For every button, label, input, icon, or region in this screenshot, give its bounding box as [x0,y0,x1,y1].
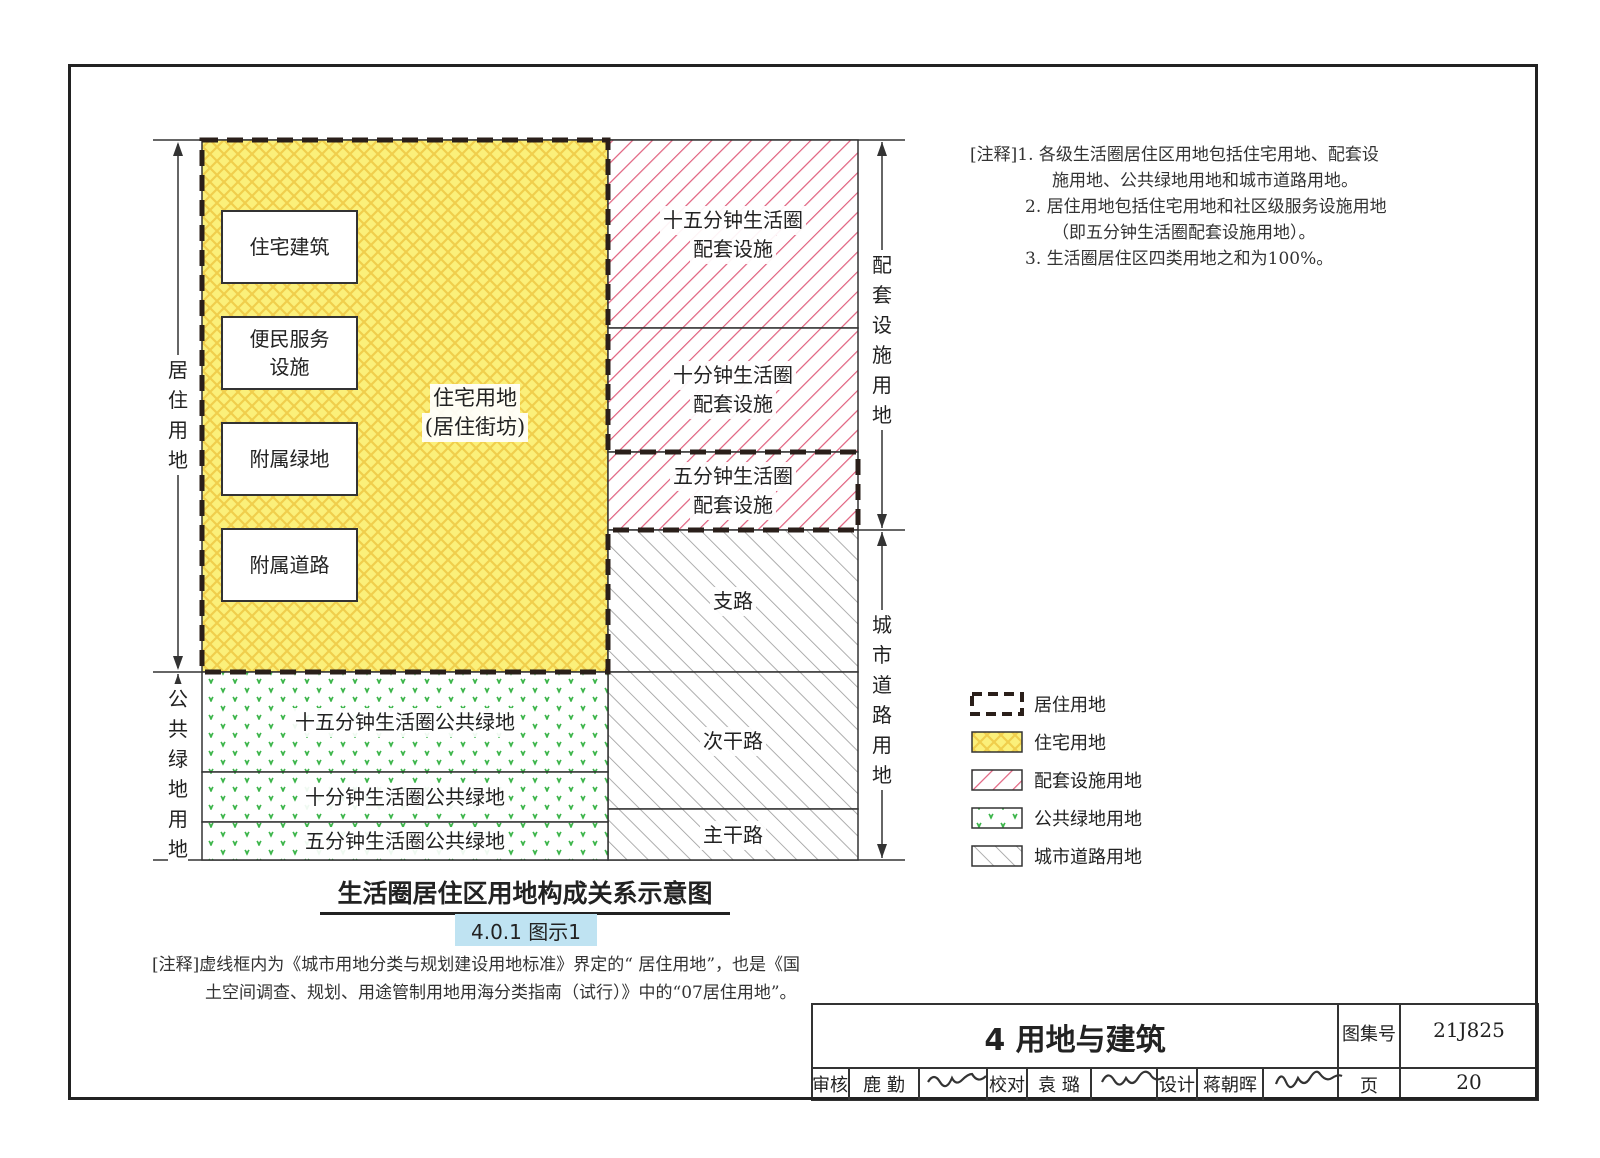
page-label: 页 [1360,1076,1378,1097]
legend-label: 居住用地 [1034,695,1106,716]
note-bottom-line1: [注释]虚线框内为《城市用地分类与规划建设用地标准》界定的“ 居住用地”，也是《… [152,955,801,975]
note-top-line3: 2. 居住用地包括住宅用地和社区级服务设施用地 [1025,197,1387,217]
designer-signature-cell [1264,1068,1338,1100]
road-main-label: 主干路 [608,820,858,850]
designer-name: 蒋朝晖 [1198,1068,1264,1100]
atlas-number: 21J825 [1433,1018,1505,1042]
residential-label-line1: 住宅用地 [430,384,520,413]
green-5min-text: 五分钟生活圈公共绿地 [302,826,508,856]
legend-label: 公共绿地用地 [1034,809,1142,830]
facility-10min-line2: 配套设施 [690,390,776,419]
checker-signature-cell [1092,1068,1158,1100]
road-branch-label: 支路 [608,586,858,616]
legend-item-residential-land: 居住用地 [1034,691,1106,717]
note-top-line4: （即五分钟生活圈配套设施用地）。 [1052,223,1316,243]
atlas-label: 图集号 [1342,1024,1396,1045]
sub-box-housing-label: 住宅建筑 [249,235,330,259]
legend-item-road: 城市道路用地 [1034,843,1142,869]
legend-label: 城市道路用地 [1034,847,1142,868]
facility-5min-line2: 配套设施 [690,491,776,520]
side-label-facility-land: 配套设施用地 [869,250,895,430]
check-label: 校对 [988,1068,1028,1100]
side-label-public-green: 公共绿地用地 [165,684,191,864]
facility-10min-line1: 十分钟生活圈 [670,361,796,390]
signature-checker [1101,1070,1165,1086]
reviewer-name: 鹿 勤 [850,1068,920,1100]
side-label-residential-land: 居住用地 [165,355,191,475]
legend-swatch-facility [971,769,1023,791]
facility-5min-label: 五分钟生活圈 配套设施 [608,460,858,522]
figure-tag: 4.0.1 图示1 [455,914,597,946]
sub-box-green: 附属绿地 [221,422,358,496]
sub-box-green-label: 附属绿地 [249,447,330,471]
side-label-urban-road: 城市道路用地 [869,610,895,790]
residential-label: 住宅用地 (居住街坊) [395,378,555,448]
legend-swatch-green [971,807,1023,829]
legend-swatch-residential-land [970,692,1024,716]
legend-swatch-road [971,845,1023,867]
checker-name: 袁 璐 [1028,1068,1092,1100]
legend-item-green: 公共绿地用地 [1034,805,1142,831]
legend-swatch-residential [971,731,1023,753]
green-15min-text: 十五分钟生活圈公共绿地 [292,707,518,737]
page-number: 20 [1456,1070,1482,1094]
note-top-line1: [注释]1. 各级生活圈居住区用地包括住宅用地、配套设 [970,145,1379,165]
green-5min-label: 五分钟生活圈公共绿地 [202,826,608,856]
road-secondary-text: 次干路 [700,726,766,756]
road-main-text: 主干路 [700,820,766,850]
sub-box-road-label: 附属道路 [249,553,330,577]
road-secondary-label: 次干路 [608,726,858,756]
design-label: 设计 [1158,1068,1198,1100]
residential-land-dashed-outline [199,137,861,675]
signature-reviewer [927,1072,987,1088]
facility-10min-label: 十分钟生活圈 配套设施 [608,359,858,421]
sub-box-road: 附属道路 [221,528,358,602]
note-bottom-line2: 土空间调查、规划、用途管制用地用海分类指南（试行）》中的“07居住用地”。 [205,983,797,1003]
sub-box-service: 便民服务 设施 [221,316,358,390]
residential-label-line2: (居住街坊) [421,413,529,442]
facility-15min-line1: 十五分钟生活圈 [660,206,806,235]
title-block-frame [811,1003,1539,1101]
facility-15min-label: 十五分钟生活圈 配套设施 [608,204,858,266]
note-top-line5: 3. 生活圈居住区四类用地之和为100%。 [1025,249,1334,269]
review-label: 审核 [812,1068,850,1100]
sub-box-housing: 住宅建筑 [221,210,358,284]
drawing-frame [68,64,1538,1100]
green-10min-text: 十分钟生活圈公共绿地 [302,782,508,812]
green-10min-label: 十分钟生活圈公共绿地 [202,782,608,812]
reviewer-signature-cell [920,1068,988,1100]
road-branch-text: 支路 [710,586,756,616]
facility-5min-line1: 五分钟生活圈 [670,462,796,491]
diagram-title: 生活圈居住区用地构成关系示意图 [320,874,730,915]
section-title: 4 用地与建筑 [984,1023,1166,1058]
note-top-line2: 施用地、公共绿地用地和城市道路用地。 [1052,171,1358,191]
facility-15min-line2: 配套设施 [690,235,776,264]
signature-designer [1274,1070,1343,1089]
sub-box-service-label: 便民服务 设施 [249,327,330,379]
green-15min-label: 十五分钟生活圈公共绿地 [202,707,608,737]
legend-label: 住宅用地 [1034,733,1106,754]
legend-item-facility: 配套设施用地 [1034,767,1142,793]
legend-item-residential: 住宅用地 [1034,729,1106,755]
legend-label: 配套设施用地 [1034,771,1142,792]
